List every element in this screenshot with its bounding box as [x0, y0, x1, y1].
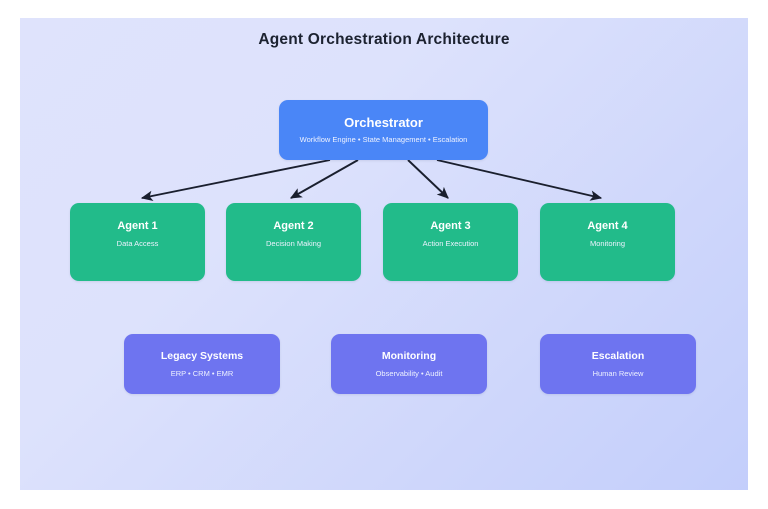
node-agent-2-title: Agent 2	[273, 220, 314, 232]
node-agent-3-subtitle: Action Execution	[422, 238, 479, 248]
node-orchestrator-title: Orchestrator	[344, 114, 423, 130]
node-legacy-systems-title: Legacy Systems	[160, 350, 244, 363]
node-legacy-systems[interactable]: Legacy Systems ERP • CRM • EMR	[124, 334, 280, 394]
node-agent-3[interactable]: Agent 3 Action Execution	[383, 203, 518, 281]
page-title: Agent Orchestration Architecture	[258, 31, 510, 48]
node-agent-3-title: Agent 3	[430, 220, 471, 232]
node-monitoring[interactable]: Monitoring Observability • Audit	[331, 334, 487, 394]
node-agent-1-subtitle: Data Access	[116, 238, 159, 248]
node-agent-4-subtitle: Monitoring	[589, 238, 626, 248]
node-agent-2-subtitle: Decision Making	[265, 238, 322, 248]
node-escalation-title: Escalation	[591, 350, 645, 363]
node-monitoring-subtitle: Observability • Audit	[375, 368, 443, 378]
node-orchestrator-subtitle: Workflow Engine • State Management • Esc…	[299, 135, 468, 145]
node-agent-4[interactable]: Agent 4 Monitoring	[540, 203, 675, 281]
node-escalation[interactable]: Escalation Human Review	[540, 334, 696, 394]
node-agent-1-title: Agent 1	[117, 220, 158, 232]
node-escalation-subtitle: Human Review	[592, 368, 644, 378]
node-agent-4-title: Agent 4	[587, 220, 628, 232]
node-monitoring-title: Monitoring	[381, 350, 437, 363]
node-agent-1[interactable]: Agent 1 Data Access	[70, 203, 205, 281]
node-orchestrator[interactable]: Orchestrator Workflow Engine • State Man…	[279, 100, 488, 160]
node-agent-2[interactable]: Agent 2 Decision Making	[226, 203, 361, 281]
node-legacy-systems-subtitle: ERP • CRM • EMR	[170, 368, 234, 378]
